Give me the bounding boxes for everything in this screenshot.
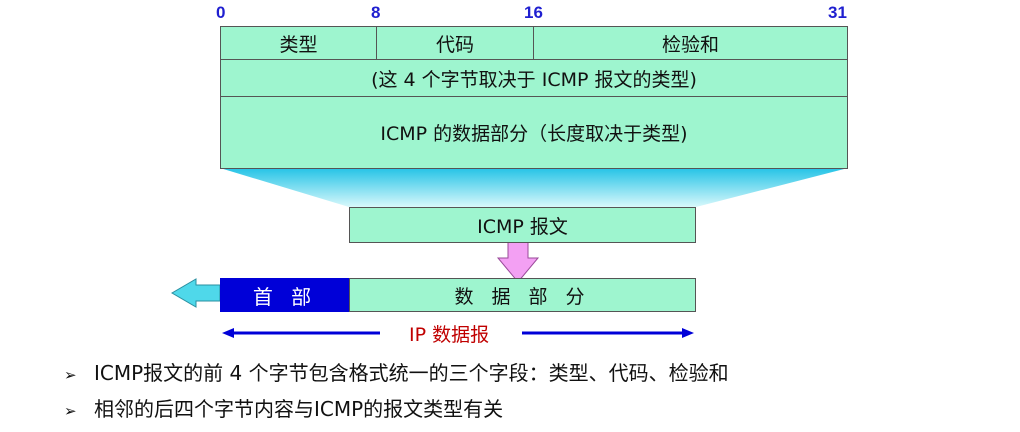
left-arrow xyxy=(171,278,221,308)
bullet-item-2: ➢ 相邻的后四个字节内容与ICMP的报文类型有关 xyxy=(64,393,503,422)
rest-of-header-row: (这 4 个字节取决于 ICMP 报文的类型) xyxy=(220,59,848,97)
bullet-text-1: ICMP报文的前 4 个字节包含格式统一的三个字段：类型、代码、检验和 xyxy=(94,361,729,385)
expansion-funnel xyxy=(220,168,848,207)
type-field: 类型 xyxy=(220,26,377,60)
checksum-field: 检验和 xyxy=(533,26,848,60)
bullet-arrow-icon: ➢ xyxy=(64,366,77,384)
bit-label-16: 16 xyxy=(524,3,543,22)
ip-data-box: 数 据 部 分 xyxy=(349,278,696,312)
icmp-data-part: ICMP 的数据部分（长度取决于类型) xyxy=(220,96,848,169)
span-arrowhead-right xyxy=(682,328,694,338)
bullet-arrow-icon: ➢ xyxy=(64,402,77,420)
bit-label-31: 31 xyxy=(828,3,847,22)
ip-datagram-label: IP 数据报 xyxy=(409,324,490,346)
bit-label-8: 8 xyxy=(371,3,381,22)
bullet-text-2: 相邻的后四个字节内容与ICMP的报文类型有关 xyxy=(94,397,504,421)
bullet-item-1: ➢ ICMP报文的前 4 个字节包含格式统一的三个字段：类型、代码、检验和 xyxy=(64,357,729,386)
icmp-message-box: ICMP 报文 xyxy=(349,207,696,243)
down-arrow xyxy=(496,241,540,283)
span-arrowhead-left xyxy=(222,328,234,338)
ip-header-box: 首 部 xyxy=(220,278,350,312)
code-field: 代码 xyxy=(376,26,534,60)
bit-label-0: 0 xyxy=(216,3,226,22)
